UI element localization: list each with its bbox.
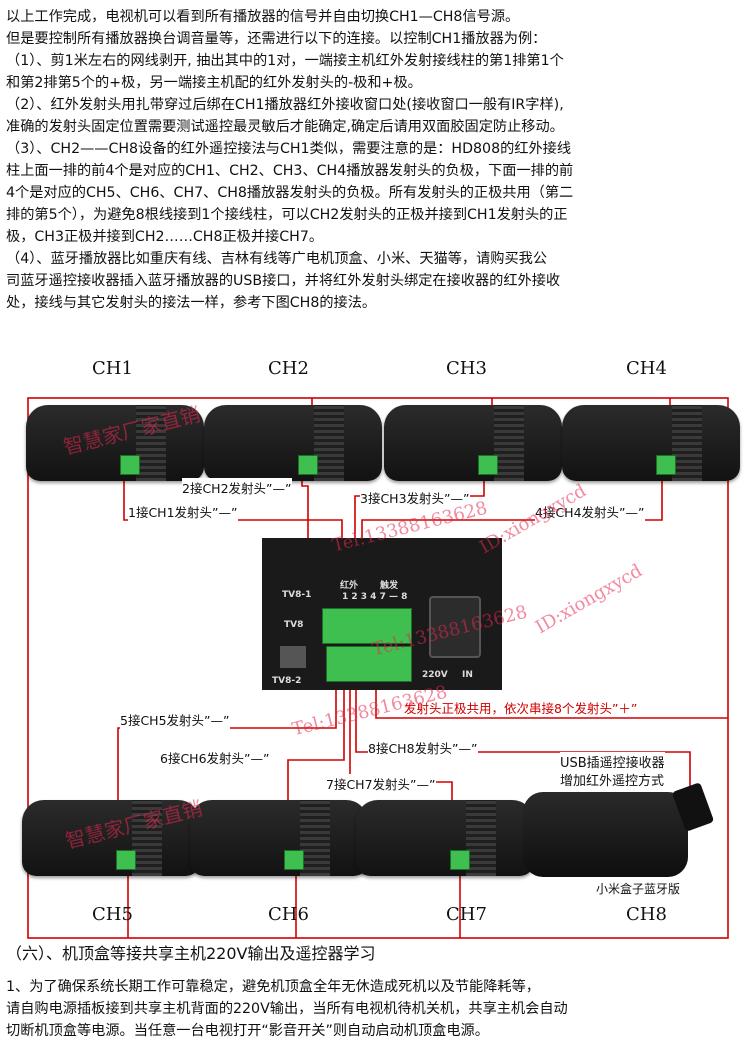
channel-label-ch8: CH8 <box>626 904 667 925</box>
instruction-line: 处，接线与其它发射头的接法一样，参考下图CH8的接法。 <box>6 295 377 311</box>
ir-terminal-icon <box>120 455 140 475</box>
ir-terminal-icon <box>656 455 676 475</box>
wire-ch8 <box>355 690 691 810</box>
terminal-block-lower <box>326 646 412 682</box>
instruction-line: 极，CH3正极并接到CH2……CH8正极并接CH7。 <box>6 229 324 245</box>
ir-terminal-icon <box>298 455 318 475</box>
section6-line: 切断机顶盒等电源。当任意一台电视打开“影音开关”则自动启动机顶盒电源。 <box>6 1023 489 1039</box>
player-box-ch6 <box>190 800 368 876</box>
wire-label-ch1: 1接CH1发射头”—” <box>128 502 238 521</box>
section-heading: （六）、机顶盒等接共享主机220V输出及遥控器学习 <box>6 944 376 963</box>
instruction-line: 司蓝牙遥控接收器插入蓝牙播放器的USB接口，并将红外发射头绑定在接收器的红外接收 <box>6 273 561 289</box>
player-box-ch2 <box>204 405 382 481</box>
pin-numbers: 1 2 3 4 7 — 8 <box>342 592 408 602</box>
instruction-line: （1）、剪1米左右的网线剥开, 抽出其中的1对，一端接主机红外发射接线柱的第1排… <box>6 53 564 69</box>
wire-label-ch2: 2接CH2发射头”—” <box>182 478 292 497</box>
player-box-ch7 <box>356 800 534 876</box>
ir-terminal-icon <box>450 850 470 870</box>
ir-terminal-icon <box>284 850 304 870</box>
power-in-label: IN <box>462 670 473 680</box>
channel-label-ch1: CH1 <box>92 358 133 379</box>
mi-box-ch8 <box>523 792 688 877</box>
instruction-line: 柱上面一排的前4个是对应的CH1、CH2、CH3、CH4播放器发射头的负极，下面… <box>6 163 574 179</box>
player-box-ch1 <box>26 405 204 481</box>
instruction-line: （3）、CH2——CH8设备的红外遥控接法与CH1类似，需要注意的是：HD808… <box>6 141 572 157</box>
tv8-label: TV8 <box>284 620 304 630</box>
ir-terminal-icon <box>478 455 498 475</box>
channel-label-ch6: CH6 <box>268 904 309 925</box>
section6-line: 1、为了确保系统长期工作可靠稳定，避免机顶盒全年无休造成死机以及节能降耗等， <box>6 979 540 995</box>
player-box-ch3 <box>384 405 562 481</box>
wire-label-ch5: 5接CH5发射头”—” <box>120 710 230 729</box>
power-socket <box>429 596 481 658</box>
section6-line: 请自购电源插板接到共享主机背面的220V输出，当所有电视机待机关机，共享主机会自… <box>6 1001 568 1017</box>
instruction-line: 和第2排第5个的+极，另一端接主机配的红外发射头的-极和+极。 <box>6 75 422 91</box>
host-rear-panel: TV8-1 TV8 TV8-2 红外 触发 1 2 3 4 7 — 8 220V… <box>262 538 502 690</box>
trigger-header-label: 触发 <box>380 581 399 591</box>
wire-positive <box>375 690 728 719</box>
instruction-line: 但是要控制所有播放器换台调音量等，还需进行以下的连接。以控制CH1播放器为例： <box>6 31 547 47</box>
channel-label-ch4: CH4 <box>626 358 667 379</box>
instruction-line: 准确的发射头固定位置需要测试遥控最灵敏后才能确定,确定后请用双面胶固定防止移动。 <box>6 119 564 135</box>
terminal-block-upper <box>322 608 412 644</box>
wire-label-ch7: 7接CH7发射头”—” <box>326 774 436 793</box>
channel-label-ch7: CH7 <box>446 904 487 925</box>
player-box-ch4 <box>562 405 740 481</box>
wire-label-ch6: 6接CH6发射头”—” <box>160 748 270 767</box>
ir-terminal-icon <box>116 850 136 870</box>
network-port <box>280 646 306 668</box>
usb-receiver-label-line1: USB插遥控接收器 <box>560 752 665 771</box>
wire-label-ch4: 4接CH4发射头”—” <box>535 502 645 521</box>
wire-label-ch3: 3接CH3发射头”—” <box>360 488 470 507</box>
section6-paragraph: 1、为了确保系统长期工作可靠稳定，避免机顶盒全年无休造成死机以及节能降耗等， 请… <box>6 976 744 1042</box>
mibox-label: 小米盒子蓝牙版 <box>596 880 681 897</box>
voltage-label: 220V <box>422 670 448 680</box>
channel-label-ch3: CH3 <box>446 358 487 379</box>
ir-header-label: 红外 <box>340 581 359 591</box>
player-box-ch5 <box>22 800 200 876</box>
wire-label-positive: 发射头正极共用，依次串接8个发射头”＋” <box>404 698 638 717</box>
channel-label-ch5: CH5 <box>92 904 133 925</box>
usb-receiver-label-line2: 增加红外遥控方式 <box>560 770 665 789</box>
instruction-line: （4）、蓝牙播放器比如重庆有线、吉林有线等广电机顶盒、小米、天猫等，请购买我公 <box>6 251 548 267</box>
instruction-paragraphs: 以上工作完成，电视机可以看到所有播放器的信号并自由切换CH1—CH8信号源。 但… <box>6 6 744 314</box>
channel-label-ch2: CH2 <box>268 358 309 379</box>
instruction-line: 4个是对应的CH5、CH6、CH7、CH8播放器发射头的负极。所有发射头的正极共… <box>6 185 574 201</box>
wire-label-ch8: 8接CH8发射头”—” <box>368 738 478 757</box>
instruction-line: 排的第5个），为避免8根线接到1个接线柱，可以CH2发射头的正极并接到CH1发射… <box>6 207 568 223</box>
tv8-2-label: TV8-2 <box>272 676 302 686</box>
instruction-line: （2）、红外发射头用扎带穿过后绑在CH1播放器红外接收窗口处(接收窗口一般有IR… <box>6 97 564 113</box>
tv8-1-label: TV8-1 <box>282 590 312 600</box>
positive-wire-loop <box>27 397 729 939</box>
instruction-line: 以上工作完成，电视机可以看到所有播放器的信号并自由切换CH1—CH8信号源。 <box>6 9 520 25</box>
